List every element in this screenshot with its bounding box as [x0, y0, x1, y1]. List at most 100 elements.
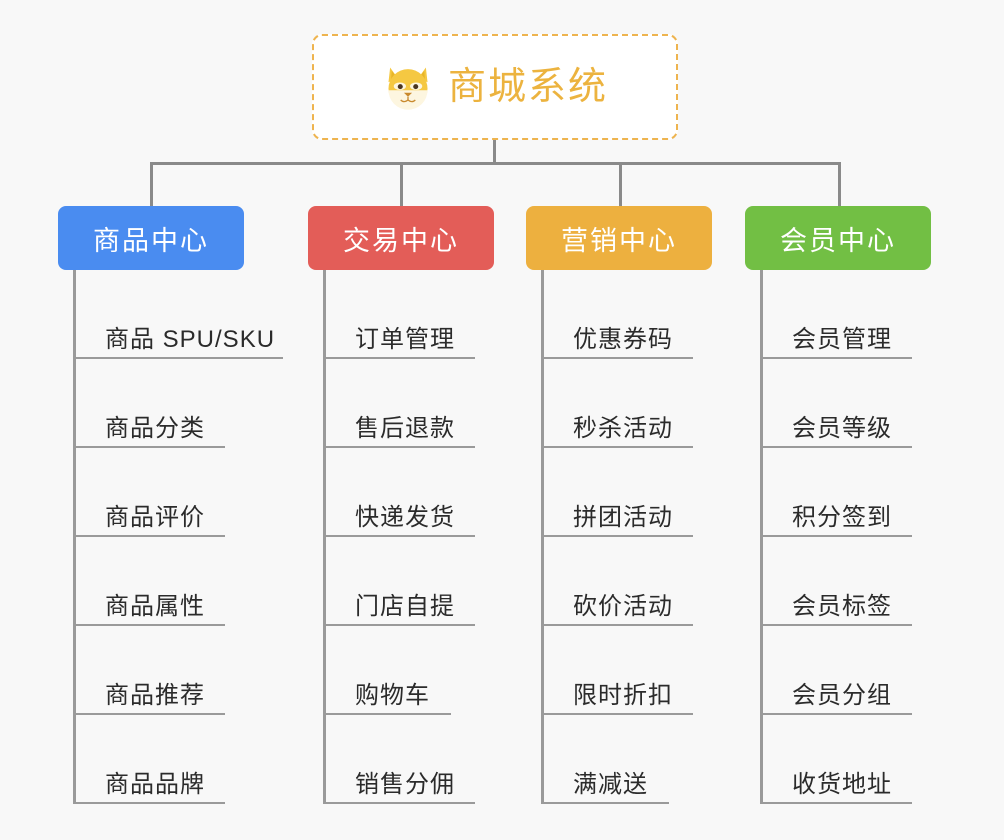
connector-drop-1 — [150, 162, 153, 206]
leaf-item[interactable]: 会员分组 — [760, 626, 931, 715]
leaf-item[interactable]: 门店自提 — [323, 537, 494, 626]
category-header-1-label: 商品中心 — [93, 225, 209, 256]
leaf-item[interactable]: 会员标签 — [760, 537, 931, 626]
leaf-label: 门店自提 — [355, 592, 455, 620]
leaf-underline — [323, 446, 475, 448]
leaf-stack-3: 优惠券码 秒杀活动 拼团活动 砍价活动 限时折扣 满减送 — [541, 270, 712, 804]
leaf-item[interactable]: 商品分类 — [73, 359, 244, 448]
leaf-label: 砍价活动 — [573, 592, 673, 620]
leaf-item[interactable]: 订单管理 — [323, 270, 494, 359]
branch-column-3: 营销中心 优惠券码 秒杀活动 拼团活动 砍价活动 限时折扣 — [526, 206, 712, 804]
branch-trunk-4 — [760, 270, 763, 804]
branch-trunk-3 — [541, 270, 544, 804]
branch-trunk-1 — [73, 270, 76, 804]
leaf-underline — [541, 802, 669, 804]
leaf-item[interactable]: 商品属性 — [73, 537, 244, 626]
branch-column-4: 会员中心 会员管理 会员等级 积分签到 会员标签 会员分组 — [745, 206, 931, 804]
leaf-underline — [73, 535, 225, 537]
leaf-item[interactable]: 购物车 — [323, 626, 494, 715]
leaf-stack-1: 商品 SPU/SKU 商品分类 商品评价 商品属性 商品推荐 商品品牌 — [73, 270, 283, 804]
leaf-underline — [760, 446, 912, 448]
branch-trunk-2 — [323, 270, 326, 804]
leaf-label: 限时折扣 — [573, 681, 673, 709]
leaf-underline — [541, 624, 693, 626]
leaf-label: 商品分类 — [105, 414, 205, 442]
leaf-underline — [760, 535, 912, 537]
leaf-underline — [73, 713, 225, 715]
leaf-item[interactable]: 优惠券码 — [541, 270, 712, 359]
leaf-item[interactable]: 售后退款 — [323, 359, 494, 448]
leaf-underline — [541, 357, 693, 359]
branch-column-2: 交易中心 订单管理 售后退款 快递发货 门店自提 购物车 — [308, 206, 494, 804]
leaf-underline — [73, 446, 225, 448]
connector-drop-2 — [400, 162, 403, 206]
leaf-item[interactable]: 销售分佣 — [323, 715, 494, 804]
leaf-label: 收货地址 — [792, 770, 892, 798]
leaf-underline — [323, 713, 451, 715]
leaf-label: 优惠券码 — [573, 325, 673, 353]
leaf-stack-2: 订单管理 售后退款 快递发货 门店自提 购物车 销售分佣 — [323, 270, 494, 804]
leaf-label: 拼团活动 — [573, 503, 673, 531]
leaf-underline — [760, 713, 912, 715]
connector-drop-4 — [838, 162, 841, 206]
category-header-2[interactable]: 交易中心 — [308, 206, 494, 270]
leaf-label: 满减送 — [573, 770, 648, 798]
leaf-underline — [73, 624, 225, 626]
leaf-label: 商品品牌 — [105, 770, 205, 798]
leaf-label: 商品推荐 — [105, 681, 205, 709]
category-header-4[interactable]: 会员中心 — [745, 206, 931, 270]
leaf-label: 秒杀活动 — [573, 414, 673, 442]
leaf-label: 会员标签 — [792, 592, 892, 620]
leaf-underline — [323, 535, 475, 537]
leaf-label: 订单管理 — [355, 325, 455, 353]
leaf-underline — [760, 802, 912, 804]
leaf-item[interactable]: 限时折扣 — [541, 626, 712, 715]
leaf-stack-4: 会员管理 会员等级 积分签到 会员标签 会员分组 收货地址 — [760, 270, 931, 804]
category-header-1[interactable]: 商品中心 — [58, 206, 244, 270]
leaf-underline — [760, 357, 912, 359]
leaf-item[interactable]: 满减送 — [541, 715, 712, 804]
leaf-item[interactable]: 快递发货 — [323, 448, 494, 537]
leaf-label: 会员管理 — [792, 325, 892, 353]
leaf-item[interactable]: 商品 SPU/SKU — [73, 270, 283, 359]
leaf-underline — [323, 802, 475, 804]
category-header-3-label: 营销中心 — [561, 225, 677, 256]
leaf-underline — [541, 713, 693, 715]
leaf-underline — [323, 624, 475, 626]
shiba-dog-face-icon — [388, 67, 428, 110]
leaf-underline — [541, 446, 693, 448]
leaf-item[interactable]: 商品推荐 — [73, 626, 244, 715]
branch-column-1: 商品中心 商品 SPU/SKU 商品分类 商品评价 商品属性 商品推荐 — [58, 206, 283, 804]
leaf-item[interactable]: 商品品牌 — [73, 715, 244, 804]
leaf-label: 商品属性 — [105, 592, 205, 620]
leaf-item[interactable]: 积分签到 — [760, 448, 931, 537]
leaf-underline — [73, 357, 283, 359]
leaf-item[interactable]: 商品评价 — [73, 448, 244, 537]
category-header-3[interactable]: 营销中心 — [526, 206, 712, 270]
leaf-label: 快递发货 — [355, 503, 455, 531]
leaf-underline — [323, 357, 475, 359]
leaf-item[interactable]: 砍价活动 — [541, 537, 712, 626]
leaf-label: 会员分组 — [792, 681, 892, 709]
leaf-label: 售后退款 — [355, 414, 455, 442]
leaf-item[interactable]: 会员管理 — [760, 270, 931, 359]
connector-horizontal-bar — [150, 162, 841, 165]
connector-drop-3 — [619, 162, 622, 206]
leaf-item[interactable]: 会员等级 — [760, 359, 931, 448]
root-title: 商城系统 — [447, 66, 608, 108]
leaf-item[interactable]: 秒杀活动 — [541, 359, 712, 448]
leaf-underline — [541, 535, 693, 537]
leaf-underline — [760, 624, 912, 626]
leaf-label: 购物车 — [355, 681, 430, 709]
leaf-label: 商品 SPU/SKU — [105, 325, 276, 353]
leaf-label: 销售分佣 — [355, 770, 455, 798]
root-node[interactable]: 商城系统 — [312, 34, 678, 140]
leaf-item[interactable]: 收货地址 — [760, 715, 931, 804]
leaf-item[interactable]: 拼团活动 — [541, 448, 712, 537]
leaf-label: 会员等级 — [792, 414, 892, 442]
leaf-underline — [73, 802, 225, 804]
category-header-4-label: 会员中心 — [780, 225, 896, 256]
connector-root-stem — [493, 140, 496, 165]
category-header-2-label: 交易中心 — [343, 225, 459, 256]
